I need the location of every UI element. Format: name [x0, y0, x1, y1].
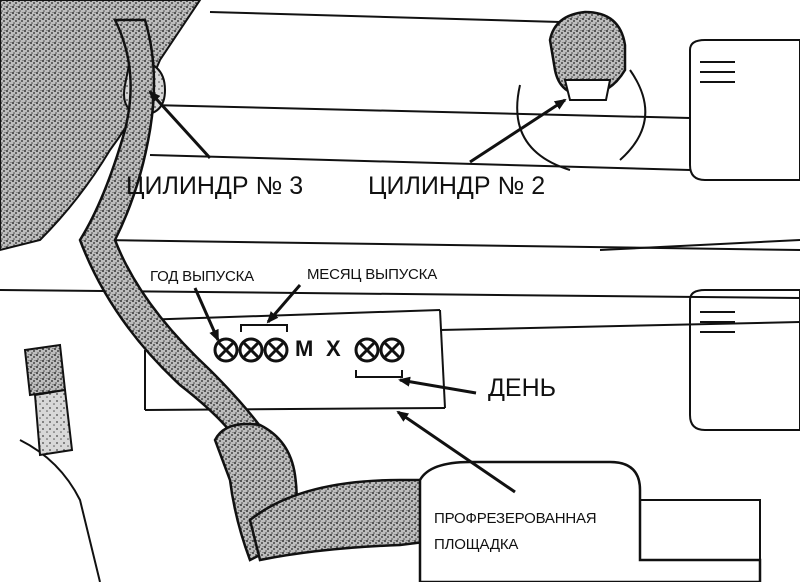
code-marks [213, 337, 405, 363]
year-mark [213, 337, 239, 363]
arrow-cylinder3 [148, 90, 212, 160]
code-letter-x: X [326, 336, 341, 361]
cylinder3-label: ЦИЛИНДР № 3 [126, 172, 304, 200]
month-bracket [240, 324, 288, 332]
pad-label-line1: ПРОФРЕЗЕРОВАННАЯ [434, 510, 597, 527]
month-mark-2 [263, 337, 289, 363]
arrow-day [398, 376, 477, 395]
cylinder2-label: ЦИЛИНДР № 2 [368, 172, 546, 200]
year-label: ГОД ВЫПУСКА [150, 268, 254, 285]
bolt [23, 343, 67, 397]
day-bracket [355, 370, 403, 378]
pad-label-line2: ПЛОЩАДКА [434, 536, 519, 553]
arrow-cylinder2 [469, 98, 567, 164]
arrow-pad [396, 410, 516, 494]
arrow-year [193, 287, 220, 342]
engine-block-outline [0, 11, 800, 583]
block-edge [640, 499, 761, 560]
bolt-body [33, 388, 74, 457]
bottom-right-block [418, 460, 762, 584]
arrow-month [266, 284, 302, 324]
day-label: ДЕНЬ [488, 374, 557, 402]
plug-tip [563, 79, 612, 101]
code-letter-m: M [295, 336, 314, 361]
right-covers [689, 39, 800, 431]
day-mark-2 [379, 337, 405, 363]
month-label: МЕСЯЦ ВЫПУСКА [307, 266, 437, 283]
leader-arrows [148, 90, 567, 494]
day-mark-1 [354, 337, 380, 363]
month-mark-1 [238, 337, 264, 363]
